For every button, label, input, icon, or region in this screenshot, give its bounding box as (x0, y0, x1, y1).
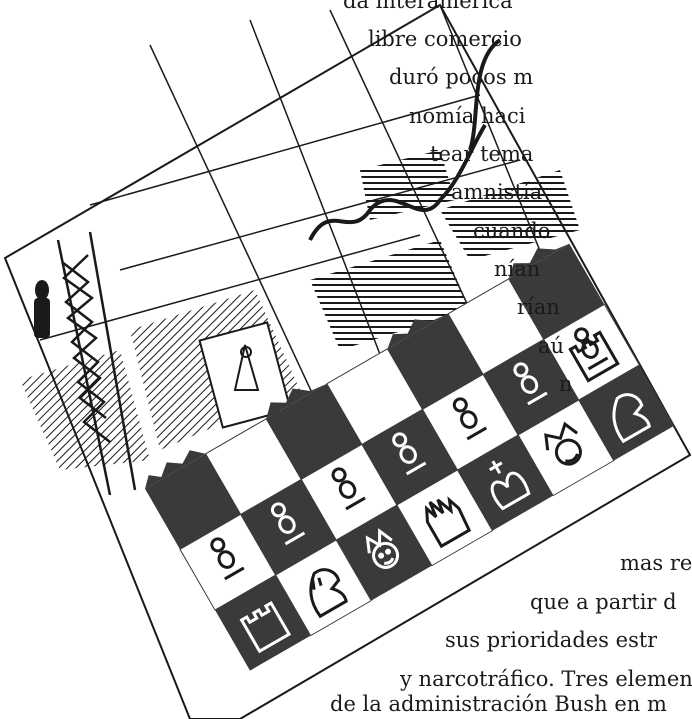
hand-piece (424, 496, 472, 549)
article-text-line: n (559, 372, 573, 396)
knight-piece (309, 568, 348, 619)
article-text-line: cuando (473, 219, 551, 243)
article-text-line: duró pocos m (389, 65, 534, 89)
black-pawn-piece (331, 467, 366, 511)
article-text-line: rían (517, 295, 560, 319)
article-text-line: de la administración Bush en m (330, 692, 667, 716)
white-pawn-piece (270, 502, 306, 546)
article-text-line: nomía haci (409, 104, 526, 128)
article-text-line: y narcotráfico. Tres elemen (400, 667, 692, 691)
doorway-figure (198, 321, 292, 429)
black-pawn-piece (210, 537, 245, 581)
rook-piece (239, 601, 292, 654)
jester-piece (365, 528, 400, 569)
article-text-line: tear tema (430, 142, 534, 166)
rook-piece-right (568, 330, 620, 383)
article-text-line: amnistía (451, 180, 543, 204)
queen-jester-piece (544, 421, 582, 466)
chessboard (145, 243, 675, 671)
article-text-line: da interamerica (343, 0, 513, 13)
knight-piece (612, 393, 651, 444)
pawn-silhouette-left (34, 280, 50, 338)
black-pawn-piece (452, 397, 488, 441)
white-pawn-piece (513, 362, 548, 406)
article-text-line: aú (538, 334, 565, 358)
article-text-line: nían (494, 257, 541, 281)
article-text-line: que a partir d (530, 590, 677, 614)
king-piece (488, 460, 531, 511)
article-text-line: mas re (620, 551, 692, 575)
ridge-outline (308, 38, 502, 241)
white-pawn-piece (392, 432, 427, 476)
article-text-line: libre comercio (368, 27, 522, 51)
article-text-line: sus prioridades estr (445, 628, 658, 652)
